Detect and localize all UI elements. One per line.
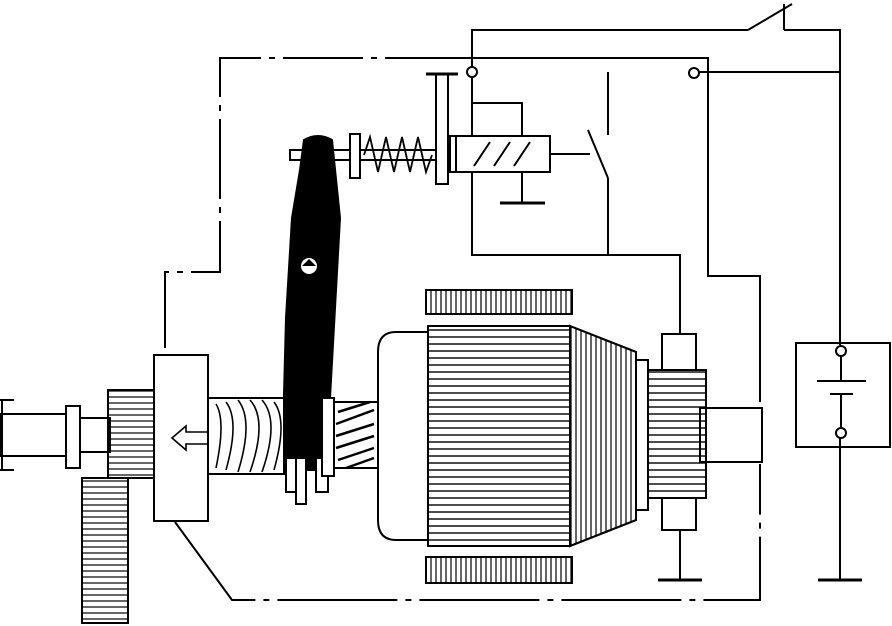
pull-rod <box>289 149 437 161</box>
clutch-springs <box>215 399 282 473</box>
overrunning-clutch <box>153 354 335 522</box>
brushes <box>661 333 697 531</box>
return-spring <box>289 133 437 179</box>
spline-teeth <box>335 400 375 470</box>
wire-clutch-loop <box>164 57 465 355</box>
lever-fork-mid <box>295 457 307 505</box>
clutch-collar <box>321 397 335 477</box>
drive-pinion <box>107 389 159 479</box>
wire-coil-top <box>472 102 523 138</box>
coil-winding-1 <box>473 141 491 167</box>
armature-taper-outline <box>569 324 637 548</box>
terminal-battery <box>688 67 700 79</box>
field-pole-top-outline <box>425 289 573 315</box>
battery <box>795 342 891 448</box>
pinion-gear <box>107 389 159 479</box>
brush-bottom <box>661 497 697 531</box>
shaft-collar <box>65 405 81 469</box>
lever-body <box>280 135 342 471</box>
coil-winding-3 <box>513 141 531 167</box>
terminal-battery-positive <box>835 345 847 357</box>
coil-winding-2 <box>493 141 511 167</box>
shift-fork-lever <box>280 135 342 505</box>
ring-gear <box>81 477 129 624</box>
plunger-stop-plate <box>435 73 449 185</box>
spring-coil <box>363 133 433 176</box>
shaft-front <box>0 413 71 457</box>
ring-gear-outline <box>81 477 129 624</box>
terminal-battery-negative <box>835 427 847 439</box>
lever-pivot-mark <box>302 259 316 266</box>
solenoid-coil <box>449 135 551 173</box>
wiring <box>164 3 862 601</box>
armature-taper <box>569 324 637 548</box>
wire-ignition-right <box>784 29 841 345</box>
spring-seat <box>349 133 361 179</box>
shaft-mid <box>79 417 111 453</box>
commutator-ring <box>635 359 649 511</box>
wire-clutch-loop-right <box>465 57 761 402</box>
armature <box>377 324 637 548</box>
lever-fork-left <box>285 457 297 493</box>
battery-box <box>795 342 891 448</box>
commutator-segments <box>647 369 707 499</box>
field-pole-bottom <box>425 556 573 584</box>
commutator <box>635 359 707 511</box>
terminal-solenoid <box>466 66 478 78</box>
wire-ignition-top <box>471 29 748 72</box>
armature-end-bell <box>377 331 429 541</box>
field-pole-top <box>425 289 573 315</box>
wire-bottom-return <box>174 464 761 601</box>
brush-top <box>661 333 697 371</box>
field-poles <box>425 289 573 584</box>
main-switch-blade <box>587 129 609 179</box>
shaft-rear <box>699 407 763 463</box>
ignition-switch-blade <box>747 3 793 31</box>
flywheel-ring-gear <box>81 477 129 624</box>
solenoid <box>426 72 590 185</box>
armature-spline <box>333 400 379 470</box>
field-pole-bottom-outline <box>425 556 573 584</box>
armature-core <box>427 325 571 547</box>
wire-to-brush <box>608 254 681 335</box>
